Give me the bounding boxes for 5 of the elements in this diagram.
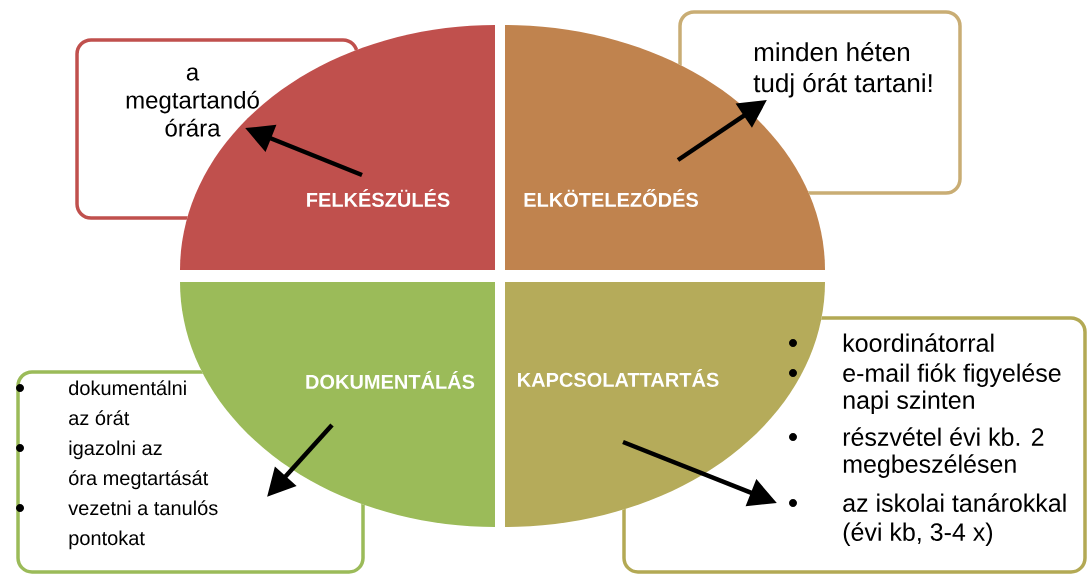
quadrant-segment: KAPCSOLATTARTÁS <box>505 282 825 527</box>
list-item: e-mail fiók figyelése napi szinten <box>843 363 1061 414</box>
list-item: koordinátorral <box>843 333 994 352</box>
list-item: részvétel évi kb. 2 megbeszélésen <box>843 427 1044 478</box>
list-item: az iskolai tanárokkal (évi kb, 3-4 x) <box>843 493 1066 546</box>
